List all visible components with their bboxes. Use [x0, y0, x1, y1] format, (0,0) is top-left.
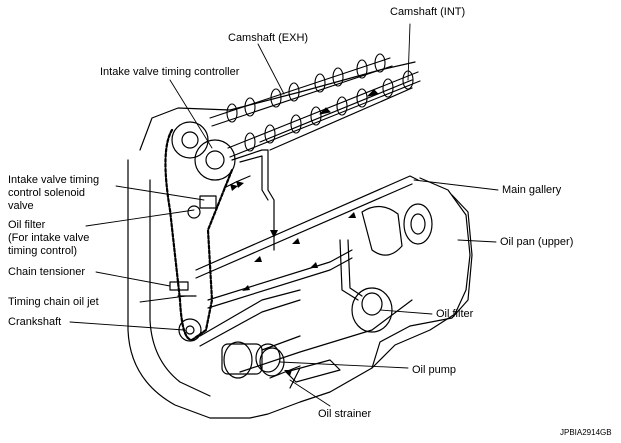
label-camshaft-int: Camshaft (INT): [390, 6, 466, 18]
label-oil-filter-intake-line2: (For intake valve: [8, 232, 90, 244]
label-intake-valve-timing-controller: Intake valve timing controller: [100, 66, 240, 78]
crankshaft-drawing: [178, 289, 301, 379]
engine-block-outline: [127, 159, 471, 419]
label-timing-chain-oil-jet: Timing chain oil jet: [8, 296, 99, 308]
flow-arrows: [230, 181, 356, 376]
label-oil-pan-upper: Oil pan (upper): [500, 236, 574, 248]
label-oil-strainer: Oil strainer: [318, 408, 372, 420]
exh-sprocket: [171, 121, 209, 159]
oil-filter-intake-part: [187, 205, 201, 219]
label-oil-filter-intake-line3: timing control): [8, 245, 78, 257]
camshaft-exh: [209, 53, 393, 127]
label-main-gallery: Main gallery: [502, 184, 562, 196]
label-chain-tensioner: Chain tensioner: [8, 266, 86, 278]
label-solenoid-valve-line1: Intake valve timing: [8, 174, 100, 186]
solenoid-valve-part: [199, 195, 217, 209]
oil-filter-body: [351, 287, 393, 333]
label-oil-filter: Oil filter: [436, 308, 474, 320]
int-sprocket: [194, 139, 236, 181]
label-camshaft-exh: Camshaft (EXH): [228, 32, 309, 44]
front-cover-outline: [149, 179, 211, 397]
label-crankshaft: Crankshaft: [8, 316, 62, 328]
camshaft-int: [227, 70, 421, 158]
oil-pan-upper-shape: [371, 194, 473, 369]
leader-lines: [69, 23, 499, 407]
oil-passages: [195, 79, 419, 309]
crank-counterweights: [361, 203, 433, 256]
label-oil-filter-intake-line1: Oil filter: [8, 219, 46, 231]
label-solenoid-valve-line2: control solenoid: [8, 187, 86, 199]
label-solenoid-valve-line3: valve: [8, 200, 34, 212]
label-oil-pump: Oil pump: [412, 364, 457, 376]
figure-code: JPBIA2914GB: [560, 428, 612, 437]
timing-chain: [164, 128, 234, 342]
